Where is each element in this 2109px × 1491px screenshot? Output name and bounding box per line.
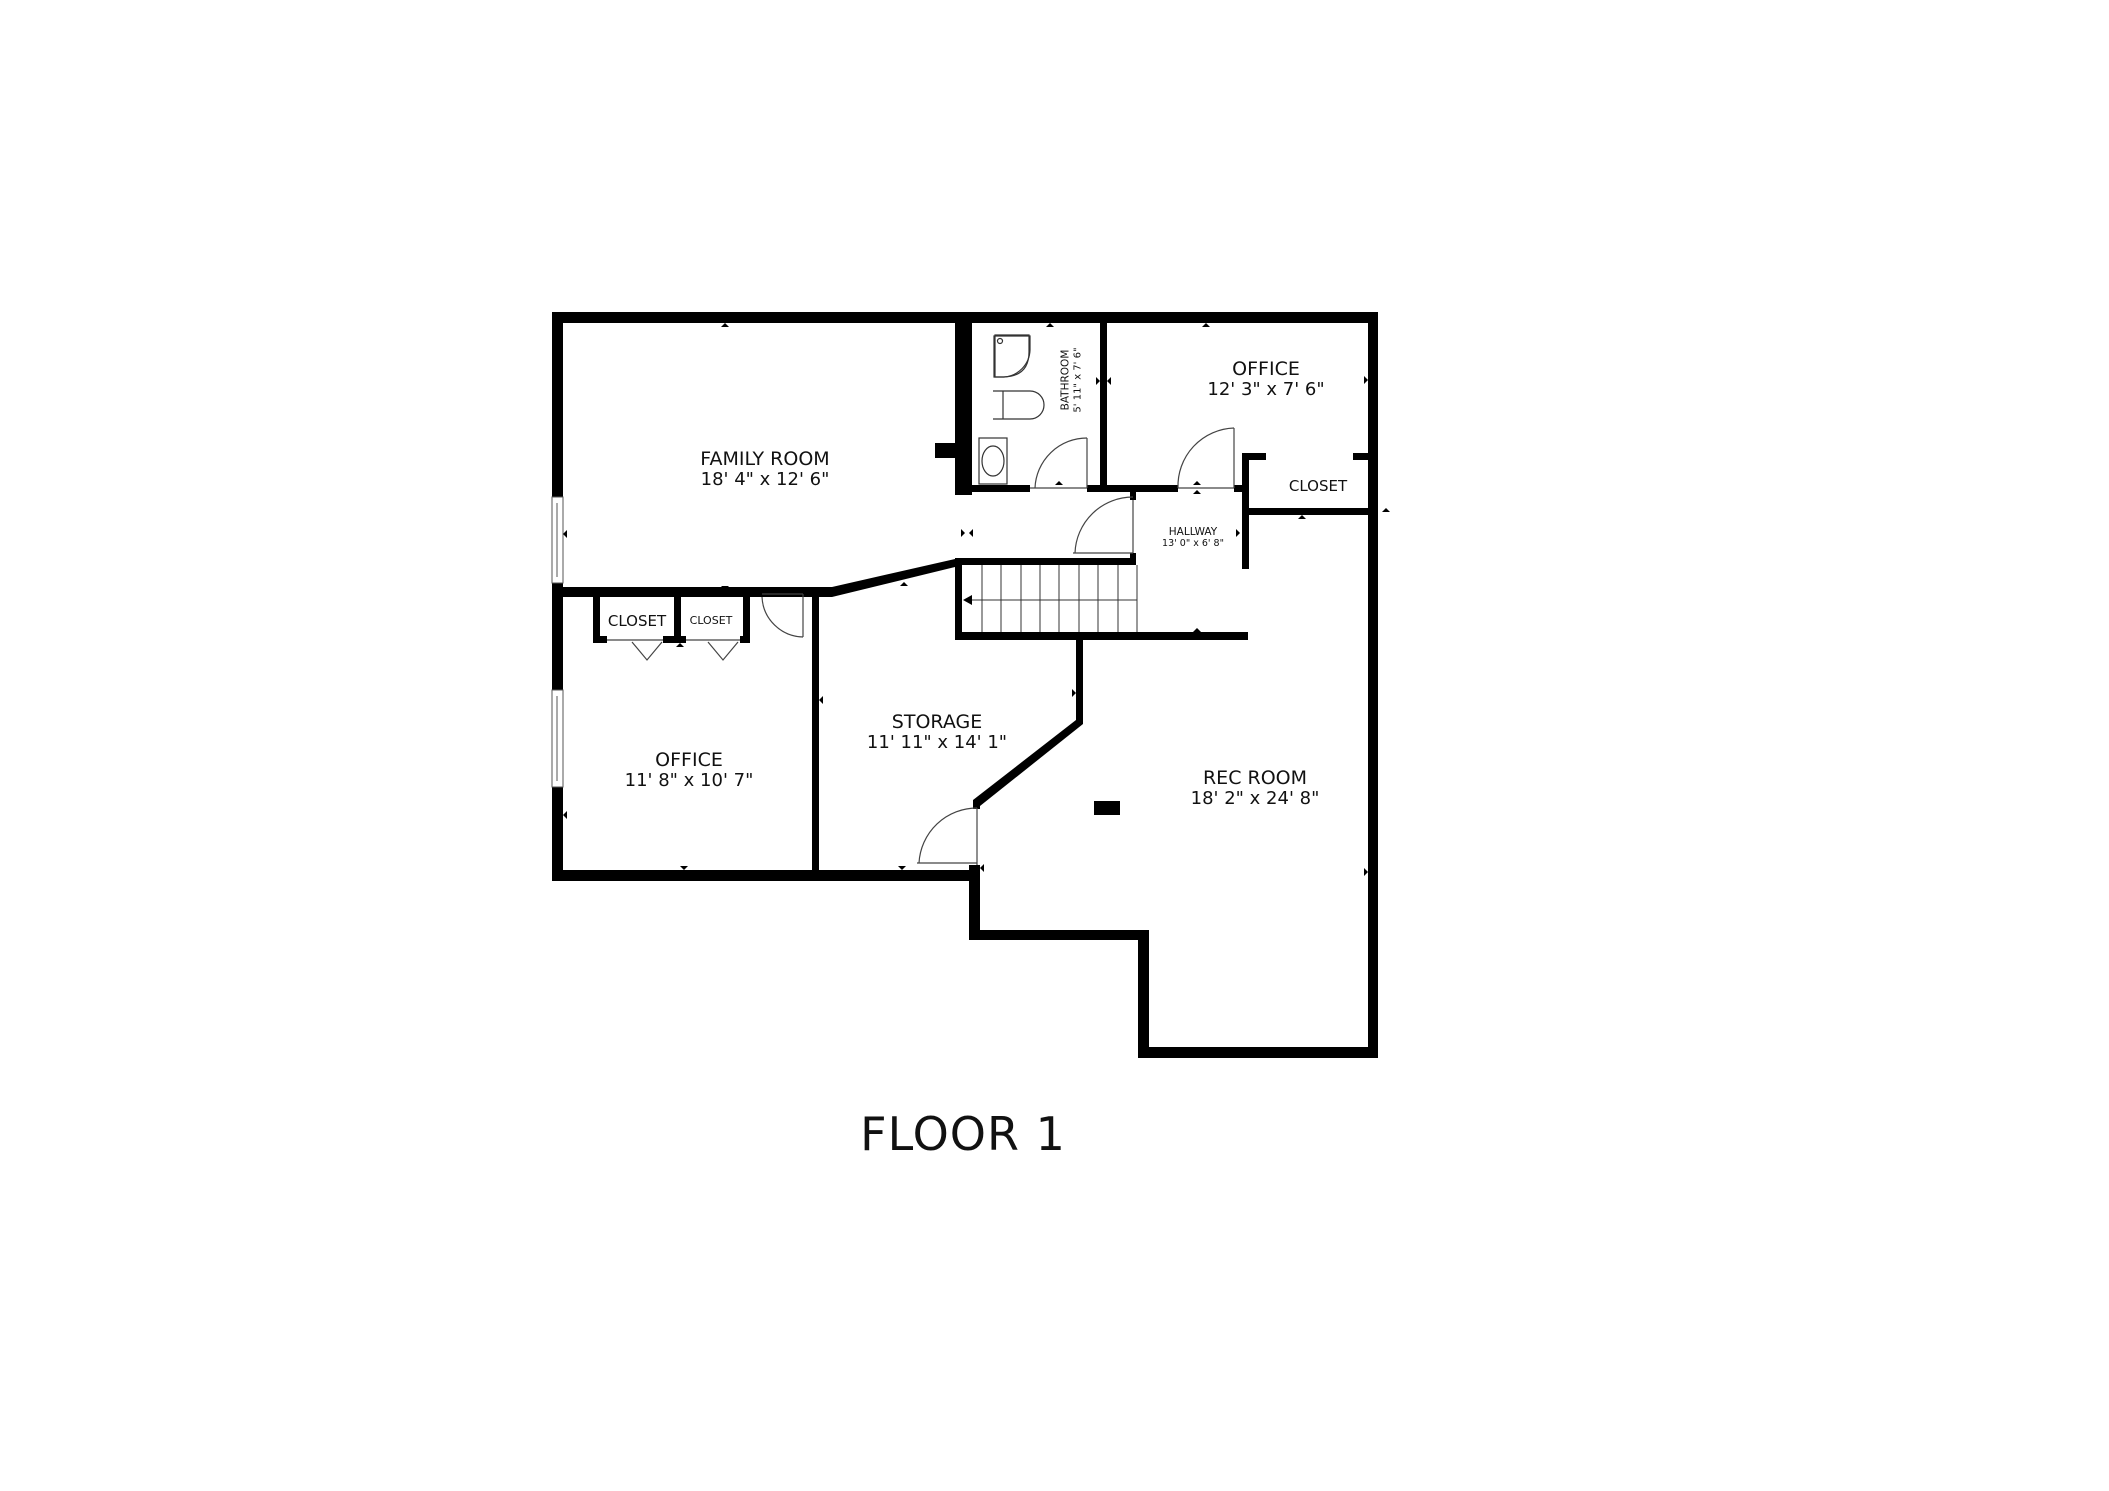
room-dimensions: 11' 11" x 14' 1" bbox=[866, 731, 1008, 753]
room-dimensions: 18' 2" x 24' 8" bbox=[1190, 787, 1320, 809]
stairs-icon bbox=[963, 565, 1138, 632]
room-label-family-room: FAMILY ROOM 18' 4" x 12' 6" bbox=[700, 449, 829, 490]
room-label-closet-left: CLOSET bbox=[608, 613, 666, 630]
room-name: BATHROOM bbox=[1059, 349, 1072, 411]
room-name: HALLWAY bbox=[1168, 526, 1218, 538]
floor-title: FLOOR 1 bbox=[860, 1107, 1066, 1161]
shower-icon bbox=[993, 334, 1031, 378]
room-label-office-lower: OFFICE 11' 8" x 10' 7" bbox=[625, 750, 754, 791]
room-dimensions: 11' 8" x 10' 7" bbox=[624, 769, 754, 791]
room-name: OFFICE bbox=[655, 749, 723, 771]
room-name: CLOSET bbox=[607, 612, 667, 630]
measurement-markers bbox=[563, 323, 1390, 1051]
toilet-icon bbox=[993, 390, 1045, 420]
room-label-closet-upper: CLOSET bbox=[1289, 478, 1347, 495]
room-dimensions: 5' 11" x 7' 6" bbox=[1072, 347, 1084, 413]
room-name: FAMILY ROOM bbox=[700, 448, 830, 470]
sink-icon bbox=[978, 437, 1008, 485]
room-name: CLOSET bbox=[689, 614, 733, 627]
room-dimensions: 18' 4" x 12' 6" bbox=[700, 468, 830, 490]
room-name: STORAGE bbox=[891, 711, 983, 733]
room-label-office-upper: OFFICE 12' 3" x 7' 6" bbox=[1207, 359, 1324, 400]
room-name: REC ROOM bbox=[1202, 767, 1308, 789]
room-label-rec-room: REC ROOM 18' 2" x 24' 8" bbox=[1191, 768, 1320, 809]
doors bbox=[607, 427, 1235, 865]
room-label-closet-right: CLOSET bbox=[689, 614, 733, 627]
room-name: OFFICE bbox=[1232, 358, 1300, 380]
room-dimensions: 12' 3" x 7' 6" bbox=[1207, 378, 1325, 400]
room-dimensions: 13' 0" x 6' 8" bbox=[1162, 537, 1224, 549]
windows bbox=[551, 496, 564, 788]
room-name: CLOSET bbox=[1288, 477, 1348, 495]
walls bbox=[552, 312, 1378, 1058]
room-label-bathroom: BATHROOM 5' 11" x 7' 6" bbox=[1059, 347, 1084, 413]
room-label-hallway: HALLWAY 13' 0" x 6' 8" bbox=[1162, 526, 1224, 549]
room-label-storage: STORAGE 11' 11" x 14' 1" bbox=[867, 712, 1007, 753]
